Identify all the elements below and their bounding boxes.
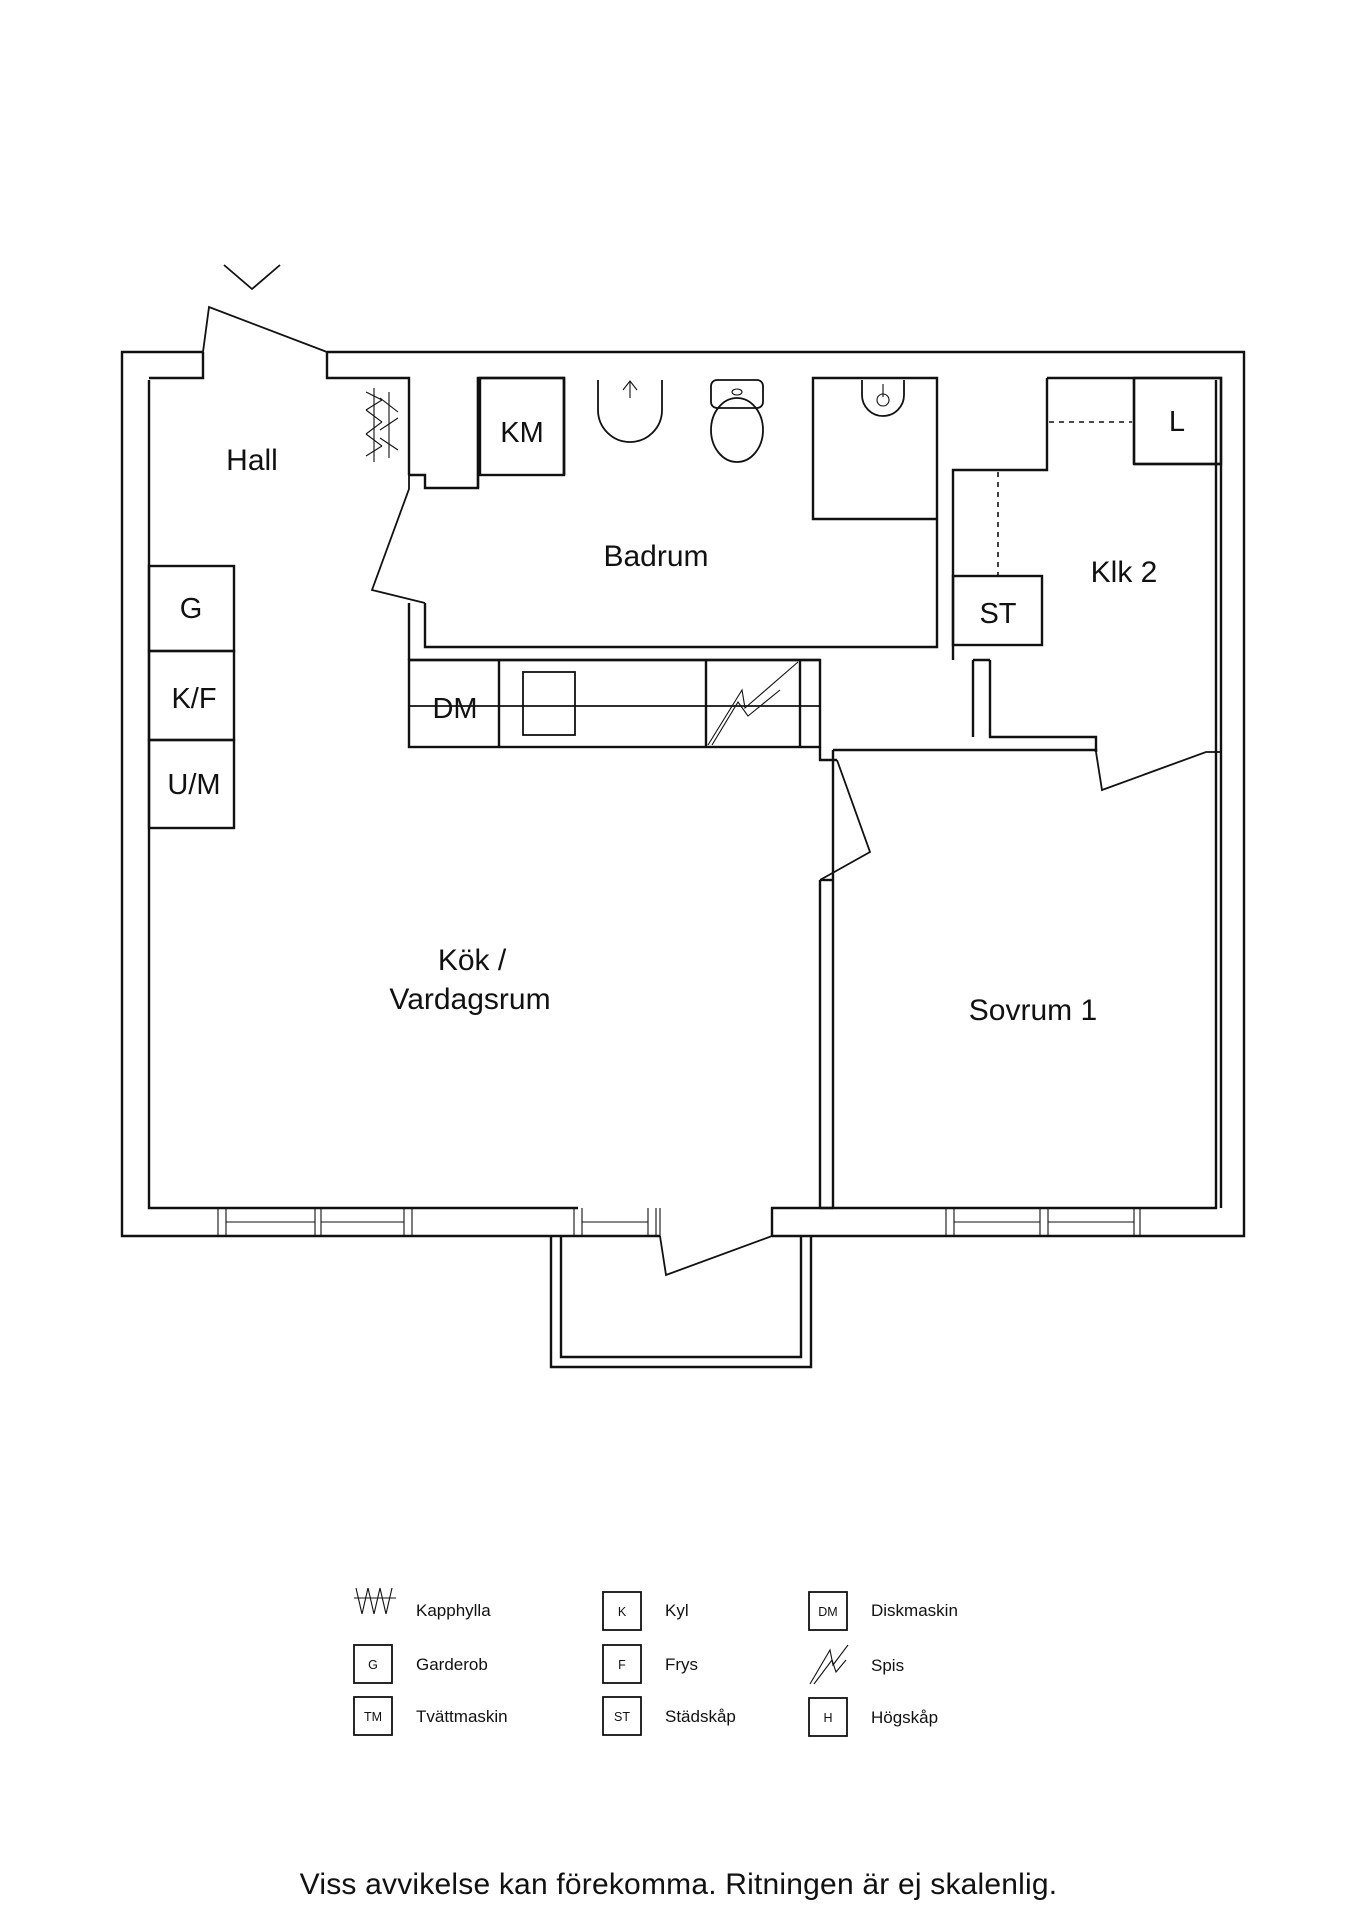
legend-box-k bbox=[602, 1591, 642, 1631]
legend-label-spis: Spis bbox=[871, 1656, 904, 1675]
l-label: L bbox=[1169, 406, 1185, 438]
room-badrum: Badrum bbox=[603, 540, 708, 573]
legend-code-tm: TM bbox=[364, 1710, 382, 1724]
legend-code-f: F bbox=[618, 1658, 626, 1672]
um-cabinet bbox=[147, 738, 236, 830]
legend-label-hogskap: Högskåp bbox=[871, 1708, 938, 1727]
legend-box-h bbox=[808, 1697, 848, 1737]
legend: Kapphylla G Garderob TM Tvättmaskin K Ky… bbox=[353, 1587, 958, 1737]
legend-code-st: ST bbox=[614, 1710, 630, 1724]
toilet-bowl-icon bbox=[710, 397, 764, 463]
interior-walls bbox=[818, 747, 1223, 1210]
room-kok-line1: Kök / bbox=[438, 944, 507, 977]
bathroom-fixtures bbox=[597, 379, 905, 463]
shower-drain-icon bbox=[597, 380, 663, 443]
legend-box-g bbox=[353, 1644, 393, 1684]
room-hall: Hall bbox=[226, 444, 278, 477]
legend-label-kapphylla: Kapphylla bbox=[416, 1601, 491, 1620]
legend-label-kyl: Kyl bbox=[665, 1601, 689, 1620]
legend-label-diskmaskin: Diskmaskin bbox=[871, 1601, 958, 1620]
km-label: KM bbox=[500, 417, 544, 449]
dm-label: DM bbox=[432, 693, 477, 725]
kf-label: K/F bbox=[171, 683, 216, 715]
legend-code-h: H bbox=[823, 1711, 832, 1725]
legend-box-st bbox=[602, 1696, 642, 1736]
entrance-door bbox=[202, 305, 328, 353]
legend-box-tm bbox=[353, 1696, 393, 1736]
g-label: G bbox=[180, 593, 203, 625]
legend-label-tvattmaskin: Tvättmaskin bbox=[416, 1707, 508, 1726]
um-label: U/M bbox=[167, 769, 220, 801]
disclaimer-text: Viss avvikelse kan förekomma. Ritningen … bbox=[299, 1868, 1058, 1901]
kitchen-counter bbox=[407, 658, 822, 749]
km-washing-machine bbox=[478, 376, 566, 477]
sink-basin-icon bbox=[522, 671, 576, 736]
toilet-tank-icon bbox=[710, 379, 764, 409]
st-label: ST bbox=[979, 598, 1016, 630]
room-kok-line2: Vardagsrum bbox=[389, 983, 550, 1016]
entrance-arrow-icon bbox=[223, 264, 281, 291]
spis-icon bbox=[707, 661, 799, 746]
room-sovrum: Sovrum 1 bbox=[969, 994, 1097, 1027]
bottom-wall-openings bbox=[214, 1206, 1148, 1277]
bathroom-walls bbox=[370, 376, 939, 662]
st-cabinet bbox=[951, 574, 1044, 647]
legend-code-k: K bbox=[618, 1605, 627, 1619]
legend-kapphylla-icon bbox=[354, 1587, 396, 1615]
sink-icon bbox=[861, 380, 905, 417]
room-klk2: Klk 2 bbox=[1091, 556, 1158, 589]
closet-walls bbox=[951, 376, 1223, 792]
outer-walls bbox=[120, 350, 1246, 1238]
legend-label-garderob: Garderob bbox=[416, 1655, 488, 1674]
legend-spis-icon bbox=[809, 1644, 849, 1685]
hall-cabinets bbox=[147, 564, 236, 830]
legend-code-dm: DM bbox=[818, 1605, 837, 1619]
balcony bbox=[549, 1236, 813, 1369]
legend-box-f bbox=[602, 1644, 642, 1684]
l-cabinet bbox=[1132, 376, 1223, 466]
legend-label-stadskap: Städskåp bbox=[665, 1707, 736, 1726]
legend-label-frys: Frys bbox=[665, 1655, 698, 1674]
kapphylla-icon bbox=[365, 388, 399, 462]
legend-box-dm bbox=[808, 1591, 848, 1631]
legend-code-g: G bbox=[368, 1658, 378, 1672]
